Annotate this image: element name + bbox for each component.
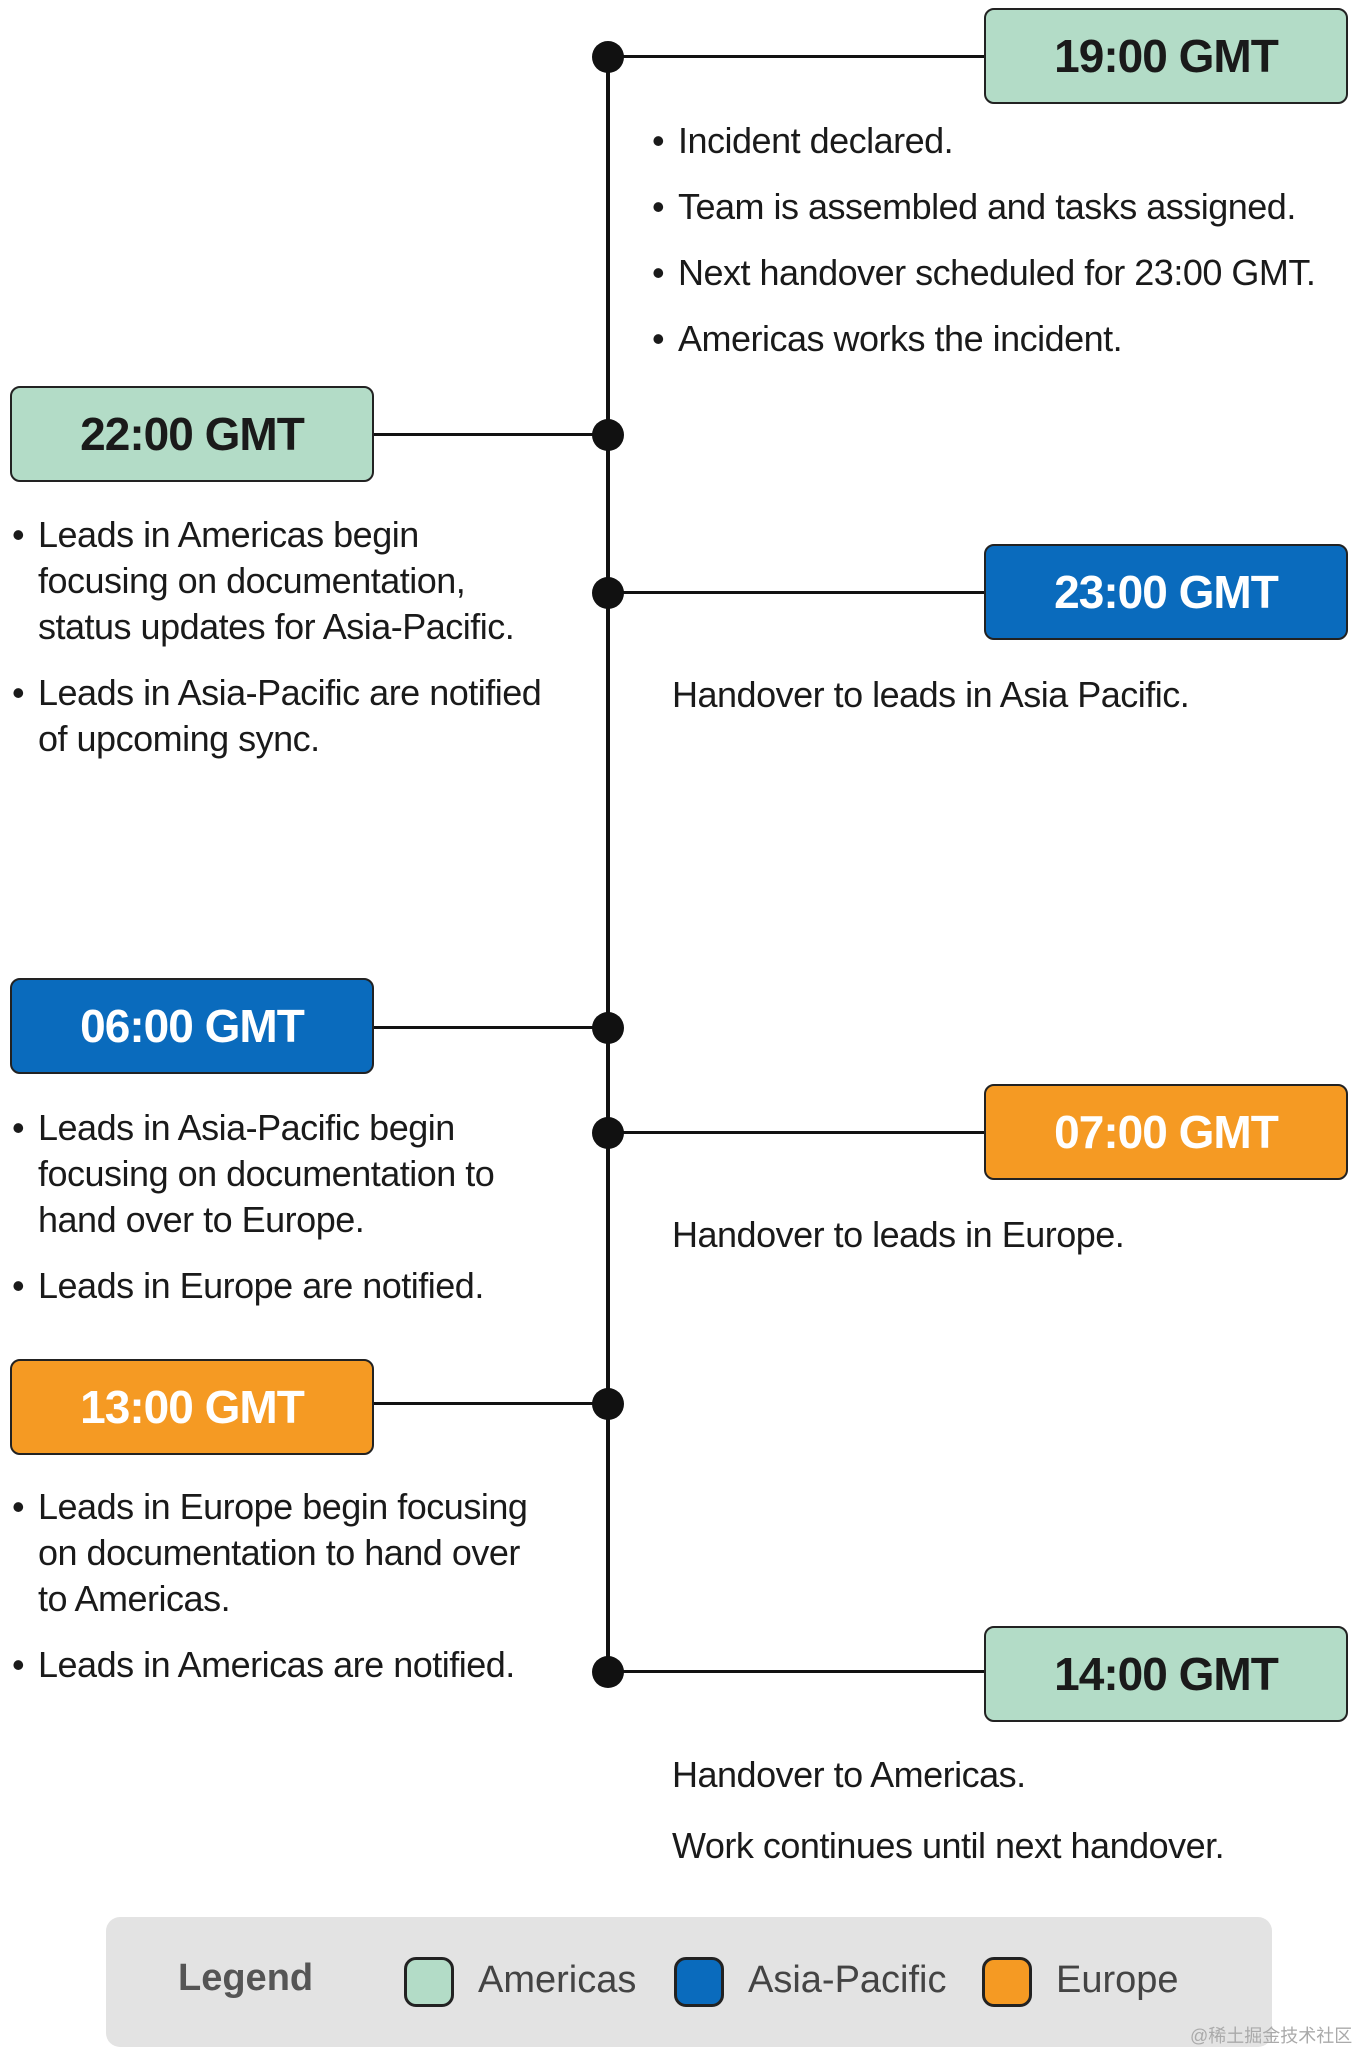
timeline-dot bbox=[592, 419, 624, 451]
timeline-dot bbox=[592, 1117, 624, 1149]
time-label: 14:00 GMT bbox=[1054, 1648, 1279, 1700]
time-box-2300: 23:00 GMT bbox=[984, 544, 1348, 640]
watermark: @稀土掘金技术社区 bbox=[1190, 2026, 1353, 2046]
timeline-spine bbox=[606, 57, 610, 1683]
legend-label-americas: Americas bbox=[478, 1959, 637, 2001]
bullet-item: Leads in Europe begin focusing on docume… bbox=[10, 1484, 530, 1622]
connector-2300 bbox=[606, 591, 984, 594]
note-line: Handover to Americas. bbox=[672, 1754, 1026, 1795]
bullet-item: Team is assembled and tasks assigned. bbox=[650, 184, 1350, 230]
connector-1400 bbox=[606, 1670, 984, 1673]
legend-swatch-asia-pacific bbox=[674, 1957, 724, 2007]
bullet-item: Americas works the incident. bbox=[650, 316, 1350, 362]
timeline-dot bbox=[592, 1656, 624, 1688]
timeline-dot bbox=[592, 1388, 624, 1420]
bullet-item: Leads in Americas begin focusing on docu… bbox=[10, 512, 550, 650]
bullet-item: Leads in Asia-Pacific are notified of up… bbox=[10, 670, 550, 762]
time-label: 19:00 GMT bbox=[1054, 30, 1279, 82]
timeline-dot bbox=[592, 1012, 624, 1044]
legend-label-asia-pacific: Asia-Pacific bbox=[748, 1959, 947, 2001]
connector-2200 bbox=[374, 433, 608, 436]
legend-swatch-americas bbox=[404, 1957, 454, 2007]
note-line: Work continues until next handover. bbox=[672, 1825, 1225, 1866]
note-line: Handover to leads in Asia Pacific. bbox=[672, 674, 1190, 715]
timeline-dot bbox=[592, 577, 624, 609]
note-line: Handover to leads in Europe. bbox=[672, 1214, 1125, 1255]
time-box-1300: 13:00 GMT bbox=[10, 1359, 374, 1455]
connector-0600 bbox=[374, 1026, 608, 1029]
bullet-item: Incident declared. bbox=[650, 118, 1350, 164]
bullet-item: Leads in Asia-Pacific begin focusing on … bbox=[10, 1105, 520, 1243]
time-label: 06:00 GMT bbox=[80, 1000, 305, 1052]
time-box-2200: 22:00 GMT bbox=[10, 386, 374, 482]
legend-label-europe: Europe bbox=[1056, 1959, 1179, 2001]
time-box-1900: 19:00 GMT bbox=[984, 8, 1348, 104]
bullet-item: Next handover scheduled for 23:00 GMT. bbox=[650, 250, 1350, 296]
time-box-1400: 14:00 GMT bbox=[984, 1626, 1348, 1722]
time-box-0600: 06:00 GMT bbox=[10, 978, 374, 1074]
legend: Legend Americas Asia-Pacific Europe bbox=[106, 1917, 1272, 2047]
connector-0700 bbox=[606, 1131, 984, 1134]
time-label: 23:00 GMT bbox=[1054, 566, 1279, 618]
bullet-item: Leads in Europe are notified. bbox=[10, 1263, 520, 1309]
legend-swatch-europe bbox=[982, 1957, 1032, 2007]
timeline-dot bbox=[592, 41, 624, 73]
notes-1900: Incident declared. Team is assembled and… bbox=[650, 118, 1350, 382]
connector-1900 bbox=[606, 55, 984, 58]
notes-2200: Leads in Americas begin focusing on docu… bbox=[10, 512, 550, 782]
legend-title: Legend bbox=[178, 1957, 314, 1999]
time-label: 13:00 GMT bbox=[80, 1381, 305, 1433]
time-label: 07:00 GMT bbox=[1054, 1106, 1279, 1158]
connector-1300 bbox=[374, 1402, 608, 1405]
bullet-item: Leads in Americas are notified. bbox=[10, 1642, 530, 1688]
time-label: 22:00 GMT bbox=[80, 408, 305, 460]
notes-1300: Leads in Europe begin focusing on docume… bbox=[10, 1484, 530, 1708]
notes-0700: Handover to leads in Europe. bbox=[672, 1212, 1332, 1283]
notes-1400: Handover to Americas. Work continues unt… bbox=[672, 1752, 1332, 1894]
notes-0600: Leads in Asia-Pacific begin focusing on … bbox=[10, 1105, 520, 1329]
time-box-0700: 07:00 GMT bbox=[984, 1084, 1348, 1180]
notes-2300: Handover to leads in Asia Pacific. bbox=[672, 672, 1332, 743]
